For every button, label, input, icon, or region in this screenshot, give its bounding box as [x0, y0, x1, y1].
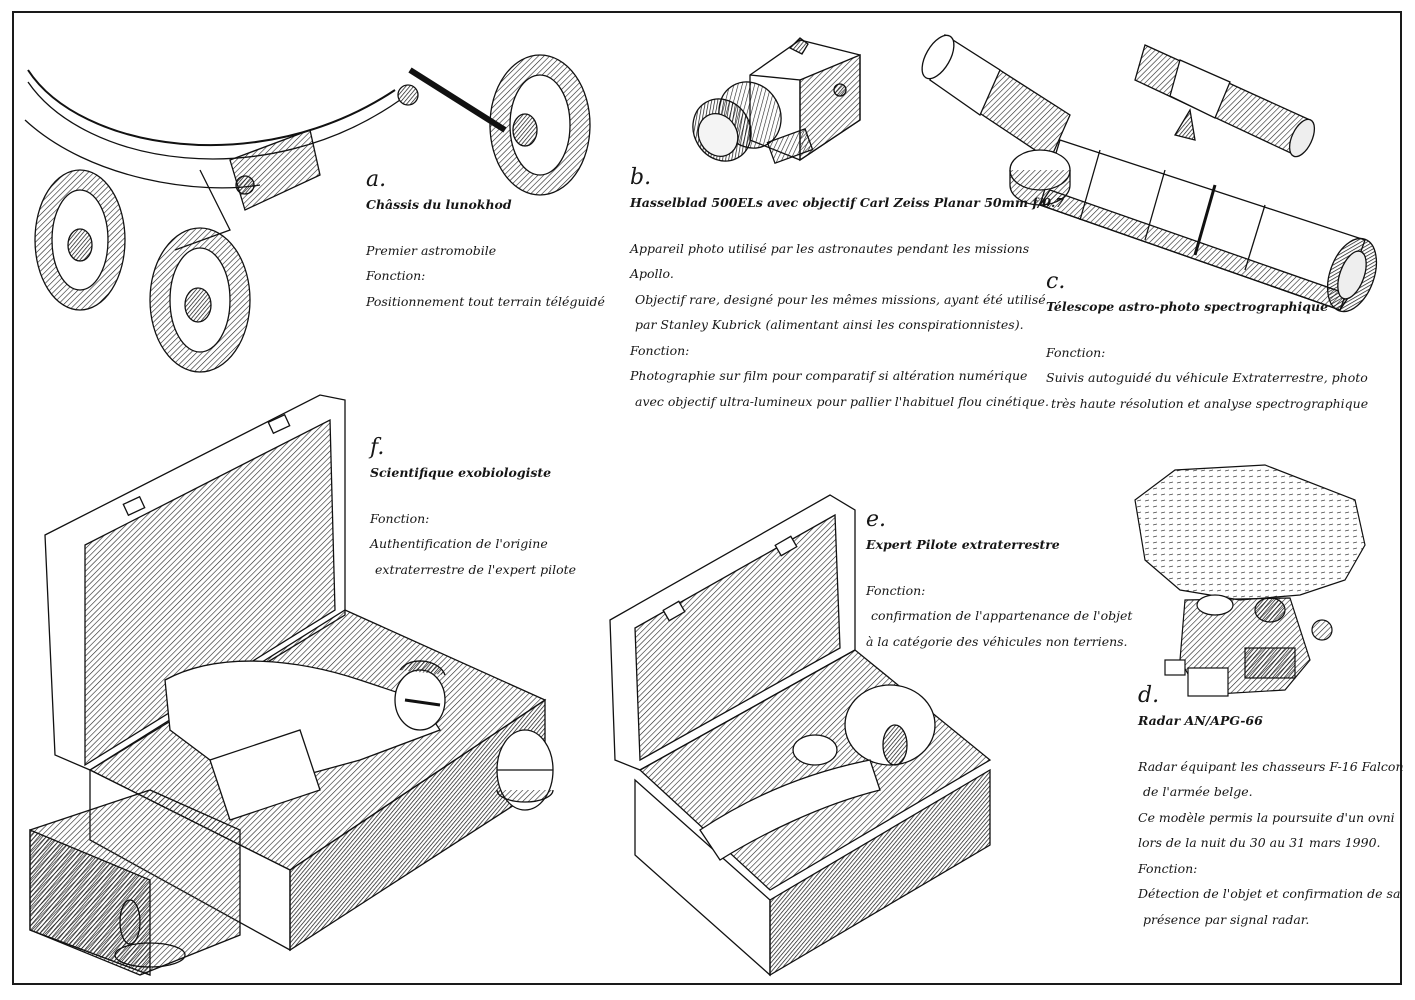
caption-e: e. Expert Pilote extraterrestre Fonction…: [866, 508, 1132, 654]
caption-title: Châssis du lunokhod: [366, 197, 512, 212]
caption-line: Suivis autoguidé du véhicule Extraterres…: [1046, 370, 1368, 385]
caption-line: Fonction:: [1046, 344, 1106, 360]
caption-line: Radar équipant les chasseurs F-16 Falcon: [1138, 758, 1404, 774]
caption-title: Radar AN/APG-66: [1138, 713, 1263, 728]
caption-title: Télescope astro-photo spectrographique: [1046, 299, 1329, 314]
caption-line: Fonction:: [370, 510, 430, 526]
wheel-rear: [489, 54, 591, 196]
caption-f: f. Scientifique exobiologiste Fonction: …: [370, 436, 576, 582]
scientist-suitcase-drawing: [29, 394, 554, 976]
alien-suitcase-drawing: [609, 494, 992, 977]
caption-line: à la catégorie des véhicules non terrien…: [866, 633, 1128, 649]
caption-title: Expert Pilote extraterrestre: [866, 537, 1060, 552]
caption-line: Photographie sur film pour comparatif si…: [630, 368, 1028, 383]
caption-line: Fonction:: [1138, 860, 1198, 876]
radar-drawing: [1134, 464, 1366, 697]
caption-b: b. Hasselblad 500ELs avec objectif Carl …: [630, 166, 1064, 414]
caption-line: Apollo.: [630, 266, 674, 281]
caption-letter: f.: [370, 435, 385, 460]
caption-line: Authentification de l'origine: [370, 536, 548, 551]
caption-line: Fonction:: [630, 342, 690, 358]
plate-border: [12, 11, 1402, 985]
caption-letter: c.: [1046, 269, 1066, 294]
caption-line: confirmation de l'appartenance de l'obje…: [871, 608, 1133, 623]
caption-line: Appareil photo utilisé par les astronaut…: [630, 240, 1030, 256]
telescope-drawing: [921, 34, 1378, 313]
caption-letter: b.: [630, 165, 652, 190]
caption-letter: e.: [866, 507, 887, 532]
lunokhod-chassis-drawing: [24, 54, 591, 373]
caption-line: de l'armée belge.: [1143, 784, 1253, 799]
caption-d: d. Radar AN/APG-66 Radar équipant les ch…: [1138, 684, 1404, 932]
caption-line: Fonction:: [866, 582, 926, 598]
caption-a: a. Châssis du lunokhod Premier astromobi…: [366, 168, 605, 314]
hasselblad-camera-drawing: [692, 37, 861, 165]
caption-title: Hasselblad 500ELs avec objectif Carl Zei…: [630, 195, 1065, 210]
wheel-front-left: [34, 169, 126, 311]
caption-letter: a.: [366, 167, 387, 192]
caption-line: Objectif rare, designé pour les mêmes mi…: [635, 291, 1046, 307]
caption-line: Fonction:: [366, 268, 426, 283]
caption-line: Positionnement tout terrain téléguidé: [366, 293, 605, 309]
caption-line: Premier astromobile: [366, 242, 497, 258]
caption-line: très haute résolution et analyse spectro…: [1051, 395, 1369, 411]
caption-line: présence par signal radar.: [1143, 911, 1310, 927]
caption-line: extraterrestre de l'expert pilote: [375, 561, 577, 577]
caption-line: avec objectif ultra-lumineux pour pallie…: [635, 393, 1049, 409]
wheel-front-right: [149, 227, 251, 373]
caption-line: par Stanley Kubrick (alimentant ainsi le…: [635, 317, 1024, 332]
caption-line: Ce modèle permis la poursuite d'un ovni: [1138, 809, 1395, 825]
caption-line: lors de la nuit du 30 au 31 mars 1990.: [1138, 835, 1381, 850]
caption-letter: d.: [1138, 683, 1160, 708]
caption-c: c. Télescope astro-photo spectrographiqu…: [1046, 270, 1368, 416]
caption-line: Détection de l'objet et confirmation de …: [1138, 886, 1401, 901]
caption-title: Scientifique exobiologiste: [370, 465, 552, 480]
